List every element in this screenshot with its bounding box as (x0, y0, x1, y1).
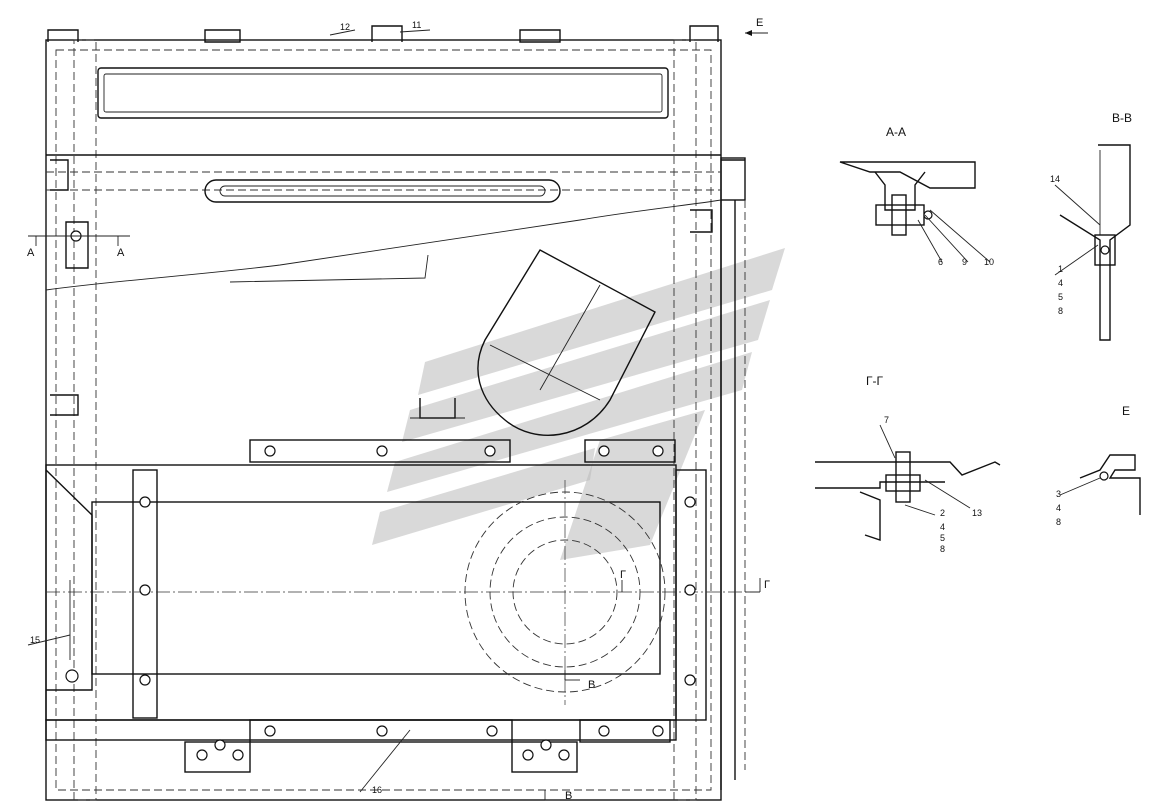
cut-mark-g-right: Г (764, 579, 770, 591)
callout-aa-10: 10 (984, 257, 994, 267)
callout-bb-4: 4 (1058, 278, 1063, 288)
callout-gg-2: 2 (940, 508, 945, 518)
cut-mark-b-top: В (588, 679, 595, 691)
callout-e-3: 3 (1056, 489, 1061, 499)
callout-gg-8: 8 (940, 544, 945, 554)
callout-16: 16 (372, 785, 382, 795)
callout-15: 15 (30, 635, 40, 645)
view-e-title: Е (1122, 404, 1130, 418)
cut-mark-a-right: А (117, 247, 125, 259)
section-aa (839, 161, 991, 263)
callout-aa-9: 9 (962, 257, 967, 267)
section-gg (815, 424, 1001, 541)
watermark-logo (372, 248, 785, 560)
main-view (27, 25, 768, 801)
callout-12: 12 (340, 22, 350, 32)
cut-mark-g-left: Г (620, 569, 626, 581)
callout-11: 11 (412, 20, 421, 30)
callout-bb-1: 1 (1058, 264, 1063, 274)
callout-gg-13: 13 (972, 508, 982, 518)
cut-mark-b-bottom: В (565, 790, 572, 802)
callout-gg-5: 5 (940, 533, 945, 543)
section-gg-title: Г-Г (866, 374, 883, 388)
view-mark-e-main: Е (756, 17, 763, 29)
callout-gg-4: 4 (940, 522, 945, 532)
callout-bb-8: 8 (1058, 306, 1063, 316)
callout-bb-14: 14 (1050, 174, 1060, 184)
section-bb-title: В-В (1112, 111, 1132, 125)
section-aa-title: А-А (886, 125, 906, 139)
callout-e-4: 4 (1056, 503, 1061, 513)
view-e (1059, 454, 1141, 515)
section-bb (1054, 144, 1131, 341)
callout-gg-7: 7 (884, 415, 889, 425)
callout-bb-5: 5 (1058, 292, 1063, 302)
cut-mark-a-left: А (27, 247, 35, 259)
callout-aa-6: 6 (938, 257, 943, 267)
callout-e-8: 8 (1056, 517, 1061, 527)
